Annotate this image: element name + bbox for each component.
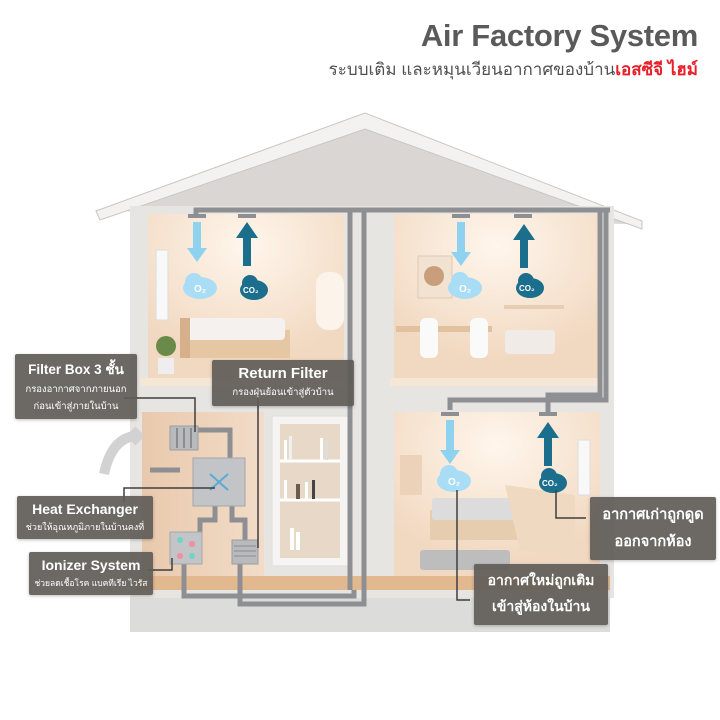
exhaust-air-arrow bbox=[236, 222, 258, 266]
label-desc: ก่อนเข้าสู่ภายในบ้าน bbox=[33, 401, 119, 412]
svg-text:CO₂: CO₂ bbox=[542, 479, 558, 488]
co2-cloud-icon: CO₂ bbox=[240, 275, 268, 300]
o2-cloud-icon: O₂ bbox=[437, 465, 471, 492]
ceiling-vents bbox=[188, 214, 557, 416]
window-upper-left bbox=[155, 249, 169, 321]
return-filter-unit bbox=[231, 539, 259, 565]
dresser-lower-right bbox=[505, 485, 575, 560]
filter-box-label: Filter Box 3 ชั้น กรองอากาศจากภายนอก ก่อ… bbox=[15, 354, 137, 419]
fresh-air-arrow bbox=[187, 222, 207, 262]
heat-exchanger-label: Heat Exchanger ช่วยให้อุณหภูมิภายในบ้านค… bbox=[17, 496, 153, 539]
label-desc: ช่วยลดเชื้อโรค แบคทีเรีย ไวรัส bbox=[34, 578, 148, 588]
label-text: ออกจากห้อง bbox=[614, 534, 692, 550]
painting-figure bbox=[424, 266, 444, 286]
label-desc: กรองอากาศจากภายนอก bbox=[25, 384, 127, 395]
exhaust-air-arrow bbox=[513, 224, 535, 268]
arch-window bbox=[316, 272, 344, 330]
upper-floor-slab bbox=[390, 378, 604, 386]
svg-text:O₂: O₂ bbox=[448, 477, 460, 488]
o2-cloud-icon: O₂ bbox=[448, 272, 482, 299]
label-text: อากาศเก่าถูกดูด bbox=[602, 507, 704, 523]
o2-cloud-icon: O₂ bbox=[183, 273, 217, 299]
svg-text:CO₂: CO₂ bbox=[519, 284, 535, 293]
co2-cloud-icon: CO₂ bbox=[539, 468, 567, 493]
attic bbox=[113, 118, 628, 224]
label-title: Ionizer System bbox=[41, 557, 141, 573]
bed-upper-left bbox=[180, 318, 290, 358]
page-title: Air Factory System bbox=[420, 18, 698, 53]
plant-upper-left bbox=[156, 336, 176, 374]
svg-text:O₂: O₂ bbox=[459, 284, 471, 295]
ionizer-label: Ionizer System ช่วยลดเชื้อโรค แบคทีเรีย … bbox=[29, 552, 153, 595]
label-title: Return Filter bbox=[238, 365, 328, 382]
brand-name: เอสซีจี ไฮม์ bbox=[615, 60, 698, 79]
svg-text:CO₂: CO₂ bbox=[243, 286, 259, 295]
fresh-air-arrow bbox=[451, 222, 471, 266]
fresh-air-arrow bbox=[440, 420, 460, 464]
roof bbox=[95, 112, 643, 230]
fresh-air-label: อากาศใหม่ถูกเติม เข้าสู่ห้องในบ้าน bbox=[474, 564, 608, 625]
window-lower-right bbox=[577, 439, 591, 496]
subtitle-text: ระบบเติม และหมุนเวียนอากาศของบ้าน bbox=[328, 60, 616, 79]
heat-exchanger-unit bbox=[192, 457, 246, 507]
ionizer-unit bbox=[169, 531, 203, 565]
books bbox=[284, 436, 328, 550]
co2-cloud-icon: CO₂ bbox=[516, 273, 544, 298]
label-text: อากาศใหม่ถูกเติม bbox=[487, 572, 595, 588]
label-desc: กรองฝุ่นย้อนเข้าสู่ตัวบ้าน bbox=[232, 387, 334, 398]
label-desc: ช่วยให้อุณหภูมิภายในบ้านคงที่ bbox=[25, 522, 145, 532]
duct-network bbox=[150, 207, 610, 607]
dining-set-upper-right bbox=[396, 305, 564, 358]
svg-text:O₂: O₂ bbox=[194, 284, 206, 295]
bed-lower-right bbox=[430, 498, 520, 540]
label-title: Filter Box 3 ชั้น bbox=[28, 362, 124, 377]
stale-air-label: อากาศเก่าถูกดูด ออกจากห้อง bbox=[590, 497, 716, 560]
filter-box-unit bbox=[169, 425, 199, 451]
page-subtitle: ระบบเติม และหมุนเวียนอากาศของบ้านเอสซีจี… bbox=[329, 56, 698, 83]
painting-lower bbox=[400, 455, 422, 495]
label-text: เข้าสู่ห้องในบ้าน bbox=[492, 598, 590, 614]
return-filter-label: Return Filter กรองฝุ่นย้อนเข้าสู่ตัวบ้าน bbox=[212, 360, 354, 406]
outdoor-intake-arrow bbox=[99, 426, 143, 476]
label-title: Heat Exchanger bbox=[32, 501, 138, 517]
exhaust-air-arrow bbox=[537, 422, 559, 466]
